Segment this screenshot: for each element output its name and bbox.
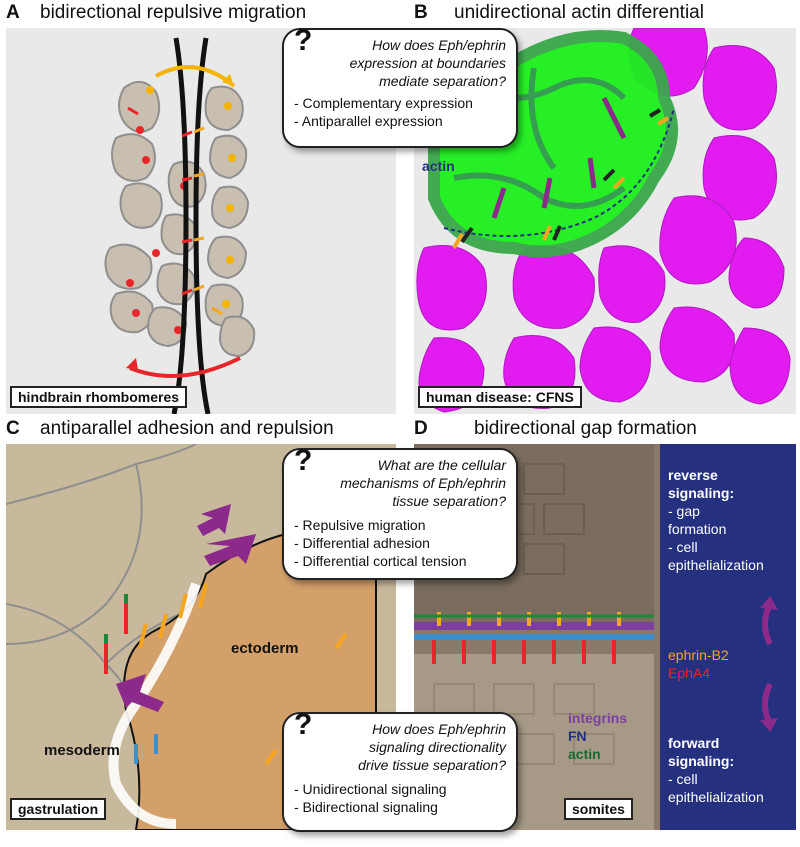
hindbrain-illustration bbox=[104, 37, 256, 414]
answer-item: - Repulsive migration bbox=[294, 517, 426, 533]
forward-signaling-title2: signaling: bbox=[668, 753, 735, 769]
question-bubble-top: ? How does Eph/ephrin expression at boun… bbox=[282, 24, 518, 148]
question-line: How does Eph/ephrin bbox=[372, 37, 506, 53]
panel-a-letter: A bbox=[6, 2, 20, 23]
ectoderm-label: ectoderm bbox=[231, 640, 299, 657]
answer-item: - Differential cortical tension bbox=[294, 553, 467, 569]
forward-item-1: - cell bbox=[668, 771, 698, 787]
panel-b: actin human disease: CFNS bbox=[414, 28, 796, 414]
signaling-panel: reverse signaling: - gap formation - cel… bbox=[660, 444, 796, 830]
panel-d-letter: D bbox=[414, 418, 428, 439]
question-bubble-middle: ? What are the cellular mechanisms of Ep… bbox=[282, 444, 518, 580]
panel-b-label: human disease: CFNS bbox=[418, 386, 582, 408]
answer-item: - Bidirectional signaling bbox=[294, 799, 438, 815]
panel-a-title: bidirectional repulsive migration bbox=[40, 2, 307, 23]
panel-b-title: unidirectional actin differential bbox=[454, 2, 704, 23]
answer-list: - Repulsive migration - Differential adh… bbox=[294, 516, 466, 570]
question-line: expression at boundaries bbox=[349, 55, 506, 71]
panel-c-label: gastrulation bbox=[10, 798, 107, 820]
actin-label: actin bbox=[422, 158, 455, 174]
panel-c-title: antiparallel adhesion and repulsion bbox=[40, 418, 334, 439]
legend-integrins: integrins bbox=[568, 710, 628, 726]
question-line: mediate separation? bbox=[379, 73, 506, 89]
reverse-item-2: formation bbox=[668, 521, 727, 537]
panel-c-letter: C bbox=[6, 418, 20, 439]
panel-d-label: somites bbox=[564, 798, 633, 820]
mesoderm-label: mesoderm bbox=[44, 742, 120, 759]
question-text: What are the cellular mechanisms of Eph/… bbox=[340, 456, 506, 510]
question-line: mechanisms of Eph/ephrin bbox=[340, 475, 506, 491]
reverse-item-1: - gap bbox=[668, 503, 700, 519]
bidirectional-arrows bbox=[760, 596, 778, 732]
question-line: tissue separation? bbox=[392, 493, 506, 509]
question-line: What are the cellular bbox=[377, 457, 506, 473]
reverse-signaling-title2: signaling: bbox=[668, 485, 735, 501]
question-line: How does Eph/ephrin bbox=[372, 721, 506, 737]
question-mark-icon: ? bbox=[294, 708, 313, 741]
reverse-item-3: - cell bbox=[668, 539, 698, 555]
receptor-label: EphA4 bbox=[668, 665, 711, 681]
reverse-item-4: epithelialization bbox=[668, 557, 764, 573]
question-line: drive tissue separation? bbox=[358, 757, 506, 773]
question-line: signaling directionality bbox=[369, 739, 506, 755]
answer-item: - Unidirectional signaling bbox=[294, 781, 447, 797]
forward-item-2: epithelialization bbox=[668, 789, 764, 805]
question-text: How does Eph/ephrin expression at bounda… bbox=[350, 36, 506, 90]
question-mark-icon: ? bbox=[294, 444, 313, 477]
question-text: How does Eph/ephrin signaling directiona… bbox=[358, 720, 506, 774]
forward-signaling-title: forward bbox=[668, 735, 720, 751]
answer-list: - Complementary expression - Antiparalle… bbox=[294, 94, 473, 130]
reverse-signaling-title: reverse bbox=[668, 467, 718, 483]
legend-fn: FN bbox=[568, 728, 587, 744]
panel-d: integrins FN actin somites reverse signa… bbox=[414, 444, 796, 830]
answer-item: - Complementary expression bbox=[294, 95, 473, 111]
ligand-label: ephrin-B2 bbox=[668, 647, 729, 663]
answer-item: - Antiparallel expression bbox=[294, 113, 443, 129]
answer-item: - Differential adhesion bbox=[294, 535, 430, 551]
panel-a-label: hindbrain rhombomeres bbox=[10, 386, 188, 408]
answer-list: - Unidirectional signaling - Bidirection… bbox=[294, 780, 447, 816]
question-bubble-bottom: ? How does Eph/ephrin signaling directio… bbox=[282, 708, 518, 832]
legend-actin: actin bbox=[568, 746, 601, 762]
panel-b-letter: B bbox=[414, 2, 428, 23]
panel-d-title: bidirectional gap formation bbox=[474, 418, 697, 439]
question-mark-icon: ? bbox=[294, 24, 313, 57]
